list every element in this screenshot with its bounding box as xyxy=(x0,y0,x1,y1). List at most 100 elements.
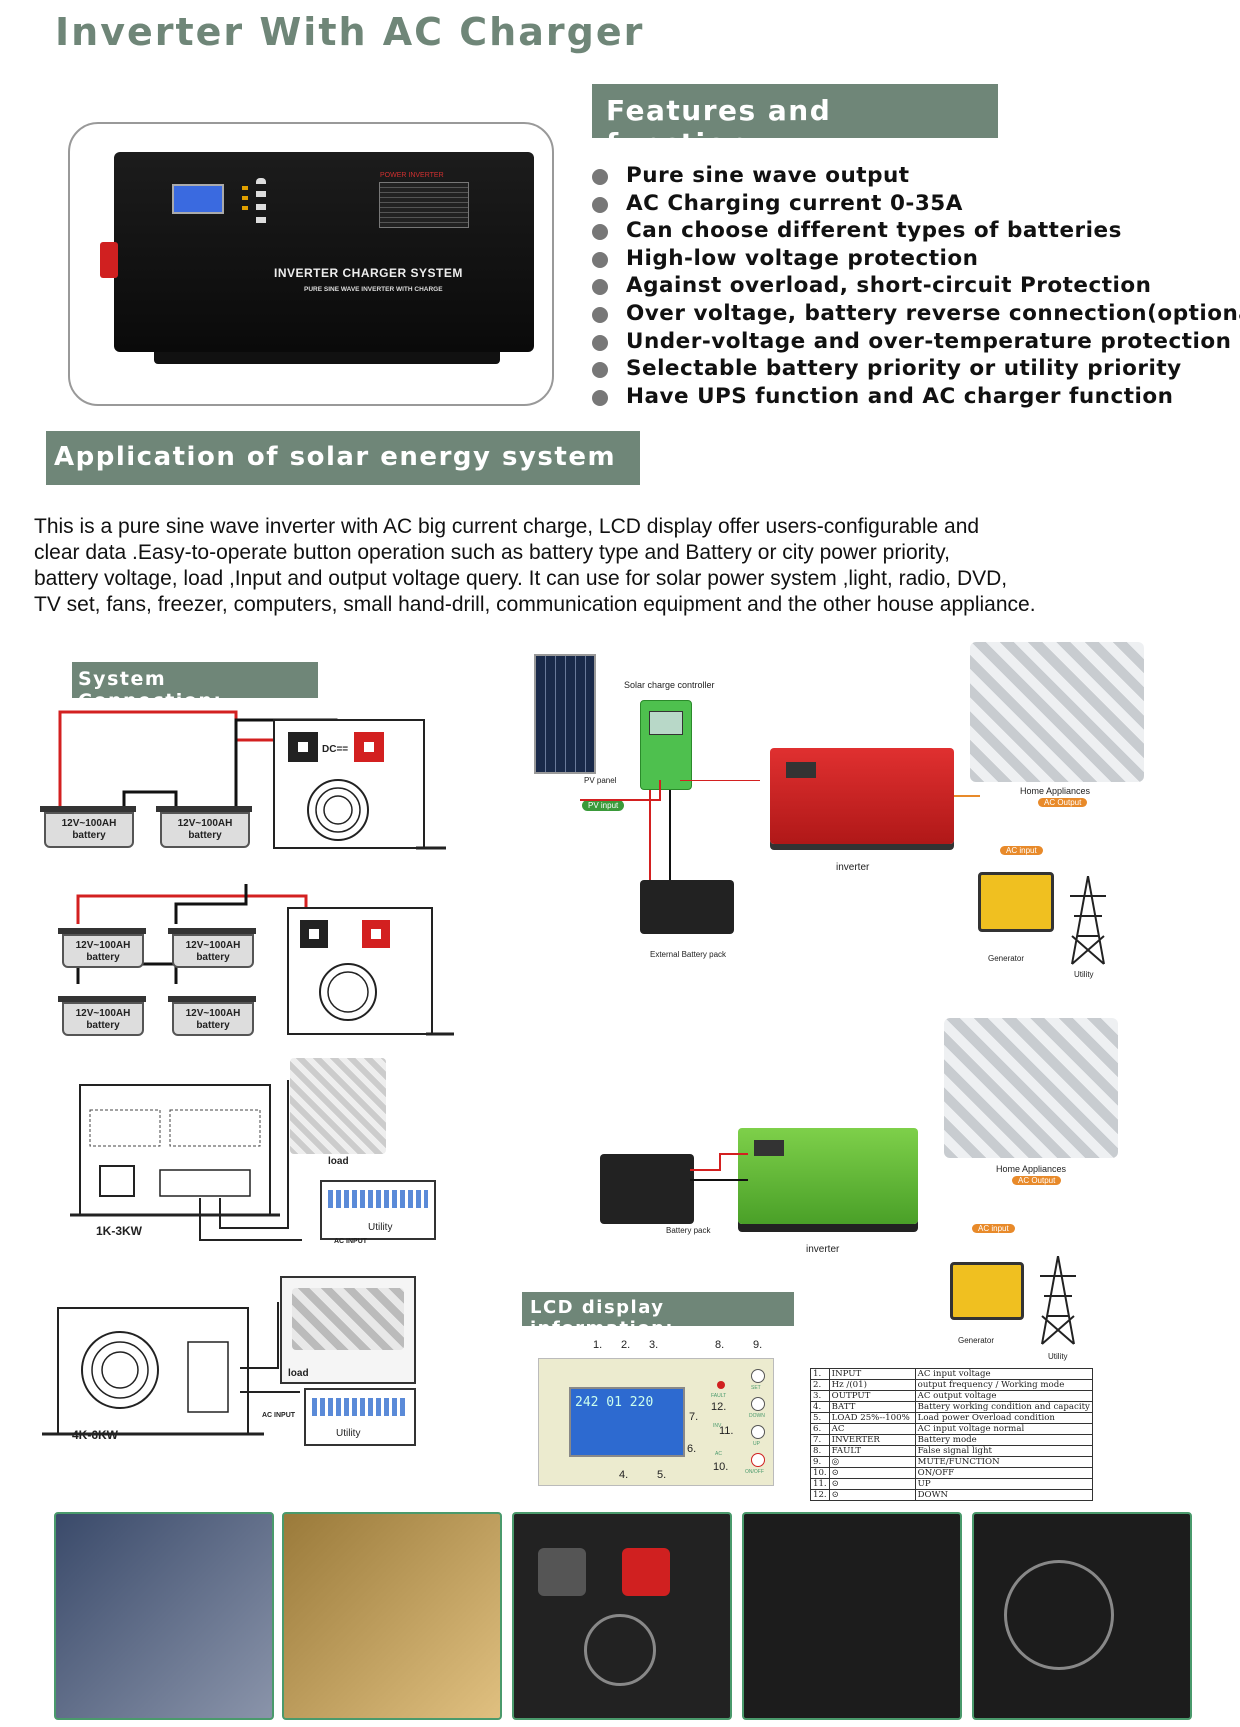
external-battery-image xyxy=(640,880,734,934)
lcd-number: 1. xyxy=(593,1339,603,1351)
battery-terminal-bar xyxy=(58,928,146,934)
system-connection-heading: System Connection: xyxy=(72,662,318,712)
ac-input-badge: AC input xyxy=(972,1224,1015,1233)
utility-label: Utility xyxy=(336,1428,361,1439)
up-button[interactable] xyxy=(751,1425,765,1439)
generator-label: Generator xyxy=(988,954,1025,963)
inverter-label: inverter xyxy=(836,862,870,873)
fan-icon xyxy=(1004,1560,1114,1670)
lcd-legend-cell: 12. xyxy=(810,1489,830,1501)
down-button[interactable] xyxy=(751,1397,765,1411)
appliances-image xyxy=(292,1288,404,1350)
lcd-legend-cell: 11. xyxy=(810,1478,830,1490)
solar-controller-image xyxy=(640,700,692,790)
lcd-legend-cell: Battery working condition and capacity xyxy=(914,1401,1093,1413)
home-appliances-image xyxy=(944,1018,1118,1158)
lcd-legend-cell: False signal light xyxy=(914,1445,1093,1457)
lcd-panel: 242 01 220 1. 2. 3. 4. 5. 6. 7. 8. 9. 10… xyxy=(538,1339,774,1486)
lcd-legend-row: 2.Hz /(01)output frequency / Working mod… xyxy=(810,1379,1093,1391)
ac-input-label: AC INPUT xyxy=(262,1412,296,1419)
lcd-legend-cell: ◎ xyxy=(828,1456,916,1468)
home-appliances-label: Home Appliances xyxy=(1020,786,1091,796)
battery-terminal-bar xyxy=(168,996,256,1002)
lcd-legend-cell: ⊙ xyxy=(828,1467,916,1479)
lcd-number: 3. xyxy=(649,1339,659,1351)
solar-controller-label: Solar charge controller xyxy=(624,680,715,690)
battery-pack-image xyxy=(600,1154,694,1224)
photo-ac-output-panel xyxy=(742,1512,962,1720)
utility-label: Utility xyxy=(1048,1352,1068,1361)
intro-line: TV set, fans, freezer, computers, small … xyxy=(34,593,1036,616)
connection-diagram-4-batteries xyxy=(76,884,454,1036)
lcd-legend-row: 10.⊙ON/OFF xyxy=(810,1467,1093,1479)
intro-line: clear data .Easy-to-operate button opera… xyxy=(34,541,950,564)
model-1k-3kw-diagram xyxy=(70,1080,302,1241)
buttons-column xyxy=(256,178,266,228)
power-button[interactable] xyxy=(751,1453,765,1467)
load-appliances-box: load xyxy=(280,1276,416,1384)
negative-terminal-icon xyxy=(538,1548,586,1596)
inverter-product-image: POWER INVERTER INVERTER CHARGER SYSTEM P… xyxy=(100,152,534,352)
feature-item: Under-voltage and over-temperature prote… xyxy=(592,328,1240,356)
lcd-legend-cell: FAULT xyxy=(828,1445,916,1457)
lcd-legend-cell: 10. xyxy=(810,1467,830,1479)
lcd-number: 8. xyxy=(715,1339,725,1351)
red-terminal-icon xyxy=(100,242,118,278)
pv-panel-image xyxy=(534,654,596,774)
lcd-heading: LCD display information: xyxy=(522,1292,794,1339)
fan-icon xyxy=(584,1614,656,1686)
lcd-legend-cell: MUTE/FUNCTION xyxy=(914,1456,1093,1468)
led-label: AC xyxy=(715,1451,722,1457)
lcd-number: 9. xyxy=(753,1339,763,1351)
lcd-legend-cell: INVERTER xyxy=(828,1434,916,1446)
photo-circuit-board xyxy=(282,1512,502,1720)
solar-wiring xyxy=(580,780,980,880)
generator-image xyxy=(950,1262,1024,1320)
lcd-legend-cell: AC output voltage xyxy=(914,1390,1093,1402)
intro-paragraph: This is a pure sine wave inverter with A… xyxy=(34,514,1224,618)
generator-image xyxy=(978,872,1054,932)
inverter-label: inverter xyxy=(806,1244,840,1255)
ac-input-label: AC INPUT xyxy=(334,1238,368,1245)
utility-box: Utility xyxy=(320,1180,436,1240)
set-button[interactable] xyxy=(751,1369,765,1383)
lcd-legend-cell: 9. xyxy=(810,1456,830,1468)
breaker-row-icon xyxy=(312,1398,408,1416)
lcd-legend-cell: 1. xyxy=(810,1368,830,1380)
lcd-legend-cell: Hz /(01) xyxy=(828,1379,916,1391)
button-label: UP xyxy=(753,1441,760,1447)
lcd-legend-cell: AC input voltage xyxy=(914,1368,1093,1380)
lcd-legend-cell: Load power Overload condition xyxy=(914,1412,1093,1424)
features-heading: Features and function: xyxy=(592,84,998,160)
product-image-frame: POWER INVERTER INVERTER CHARGER SYSTEM P… xyxy=(68,122,554,406)
ac-output-badge: AC Output xyxy=(1038,798,1088,807)
page-title: Inverter With AC Charger xyxy=(55,10,645,54)
lcd-legend-cell: INPUT xyxy=(828,1368,916,1380)
breaker-row-icon xyxy=(328,1190,428,1208)
lcd-legend-cell: 6. xyxy=(810,1423,830,1435)
lcd-legend-cell: OUTPUT xyxy=(828,1390,916,1402)
lcd-legend-row: 5.LOAD 25%--100%Load power Overload cond… xyxy=(810,1412,1093,1424)
red-inverter-image xyxy=(770,748,954,844)
lcd-legend-cell: AC input voltage normal xyxy=(914,1423,1093,1435)
lcd-legend-cell: ⊙ xyxy=(828,1489,916,1501)
lcd-legend-row: 9.◎MUTE/FUNCTION xyxy=(810,1456,1093,1468)
intro-line: This is a pure sine wave inverter with A… xyxy=(34,515,980,538)
ac-output-badge: AC Output xyxy=(1012,1176,1062,1185)
mounting-bracket xyxy=(154,352,500,364)
battery-pack-label: Battery pack xyxy=(666,1226,711,1235)
utility-label: Utility xyxy=(1074,970,1094,979)
lcd-legend-row: 11.⊙UP xyxy=(810,1478,1093,1490)
feature-item: Have UPS function and AC charger functio… xyxy=(592,383,1240,411)
lcd-legend-cell: 7. xyxy=(810,1434,830,1446)
battery-terminal-bar xyxy=(156,806,252,812)
